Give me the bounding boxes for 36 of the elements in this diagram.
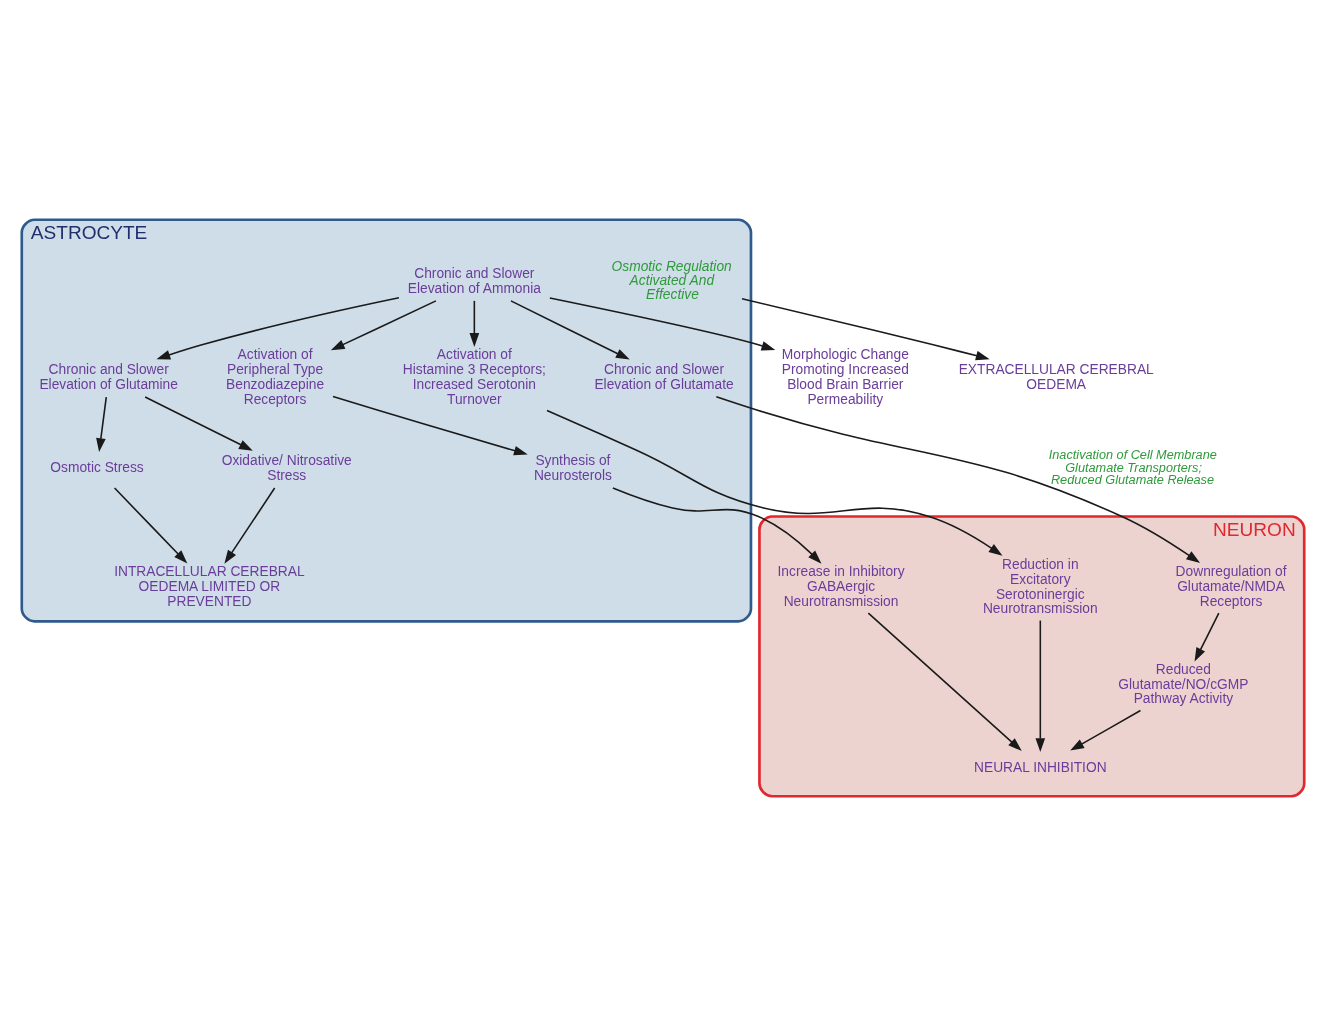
- arrow: [867, 612, 1022, 751]
- node-text: Morphologic Change Promoting Increased Blood Brain Barrier Permeability: [781, 346, 909, 407]
- arrow: [612, 487, 822, 564]
- arrow: [224, 487, 276, 564]
- node-text: Activation of Histamine 3 Receptors; Increased Serotonin Turnover: [402, 346, 546, 407]
- arrow: [144, 396, 253, 451]
- node-text: Osmotic Regulation Activated And Effective: [611, 259, 732, 302]
- node-text: Increase in Inhibitory GABAergic Neurotransmission: [777, 564, 905, 609]
- node-text: Oxidative/ Nitrosative Stress: [221, 452, 352, 483]
- node-text: Reduced Glutamate/NO/cGMP Pathway Activity: [1118, 661, 1249, 707]
- node-text: Downregulation of Glutamate/NMDA Receptors: [1175, 564, 1287, 609]
- arrow: [330, 300, 437, 351]
- arrow: [546, 409, 1003, 556]
- arrow: [96, 396, 108, 452]
- node-text: Osmotic Stress: [50, 460, 144, 476]
- arrow: [510, 300, 630, 360]
- arrow: [549, 297, 776, 351]
- node-text: Activation of Peripheral Type Benzodiazepine Receptors: [226, 346, 325, 407]
- node-text: INTRACELLULAR CEREBRAL OEDEMA LIMITED OR PREVENTED: [114, 564, 305, 609]
- node-text: NEURAL INHIBITION: [974, 760, 1107, 776]
- arrow: [1035, 619, 1046, 752]
- arrow: [1194, 612, 1220, 662]
- node-text: Chronic and Slower Elevation of Glutamine: [39, 361, 178, 392]
- edge-label: Inactivation of Cell Membrane Glutamate Transporters; Reduced Glutamate Release: [1048, 446, 1217, 488]
- arrow: [469, 300, 480, 347]
- node-text: Chronic and Slower Elevation of Ammonia: [407, 265, 541, 296]
- arrow: [741, 297, 990, 361]
- arrow: [113, 487, 188, 564]
- node-text: Chronic and Slower Elevation of Glutamate: [594, 361, 734, 392]
- arrow: [1070, 709, 1142, 751]
- arrow: [332, 395, 528, 456]
- node-text: EXTRACELLULAR CEREBRAL OEDEMA: [958, 361, 1154, 392]
- node-text: Reduction in Excitatory Serotoninergic Neurotransmission: [982, 556, 1098, 617]
- arrow: [715, 395, 1201, 564]
- node-text: Synthesis of Neurosterols: [533, 452, 612, 483]
- arrow: [156, 296, 400, 360]
